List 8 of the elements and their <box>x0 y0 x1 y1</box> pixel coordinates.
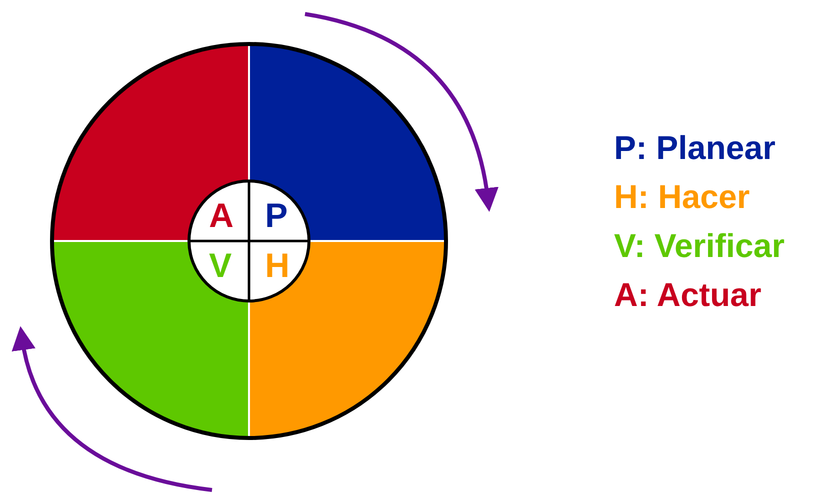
quadrant-letter: V <box>209 249 232 283</box>
key-text: V: Verificar <box>614 228 785 264</box>
key-text: H: Hacer <box>614 179 750 215</box>
quadrant-letter: A <box>209 199 234 233</box>
quadrant-letter: H <box>265 249 290 283</box>
key-text: P: Planear <box>614 130 776 166</box>
key-text: A: Actuar <box>614 277 762 313</box>
quadrant-letter: P <box>265 199 288 233</box>
